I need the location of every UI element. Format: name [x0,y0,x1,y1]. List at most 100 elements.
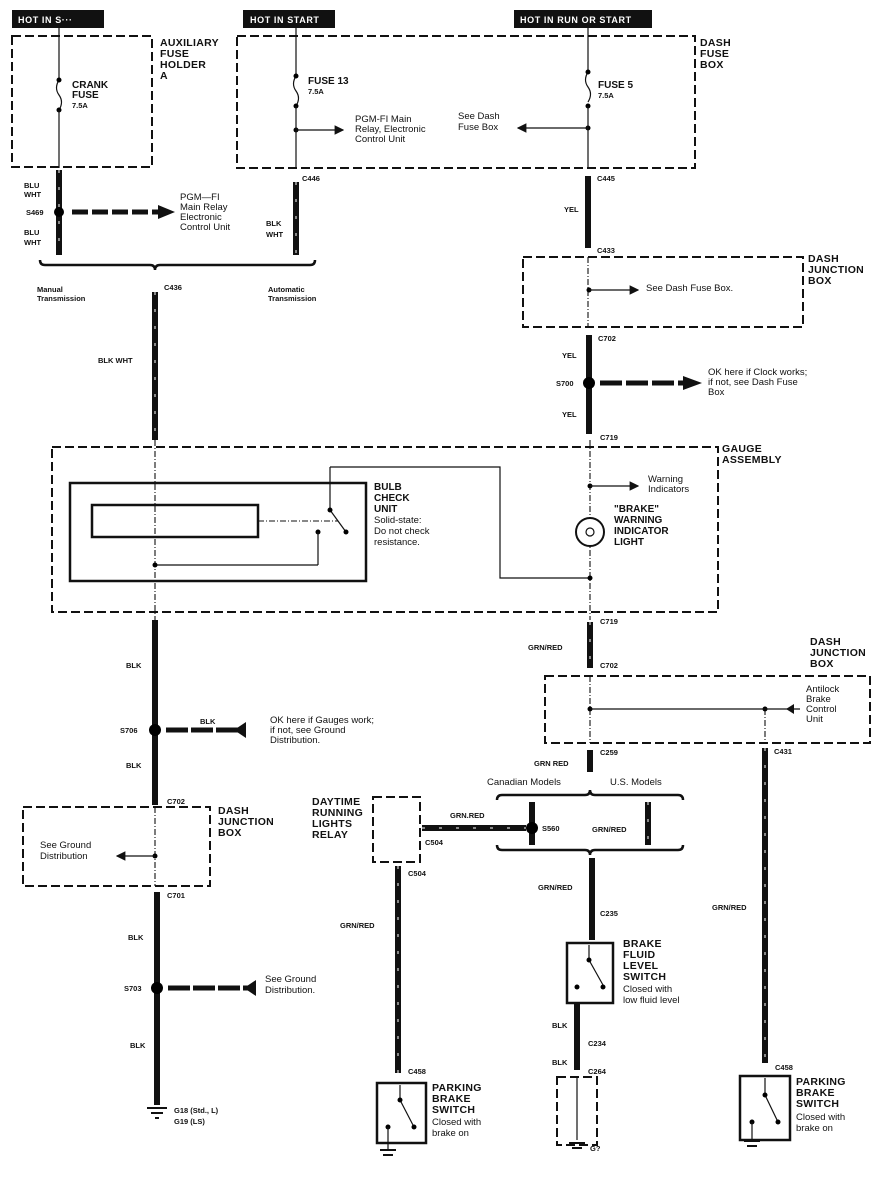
svg-text:BLK: BLK [126,761,142,770]
svg-text:Electronic: Electronic [180,212,222,223]
svg-text:GRN/RED: GRN/RED [592,825,627,834]
svg-text:Canadian Models: Canadian Models [487,777,561,788]
header-hot-in-start-1: HOT IN S··· [12,10,104,28]
svg-text:C259: C259 [600,748,618,757]
svg-text:FUSE 5: FUSE 5 [598,80,633,91]
svg-text:FUSE 13: FUSE 13 [308,76,349,87]
svg-text:FLUID: FLUID [623,949,656,961]
svg-text:BLK: BLK [128,933,144,942]
svg-text:G?: G? [590,1144,601,1153]
splice-s706 [149,724,161,736]
svg-text:7.5A: 7.5A [308,87,324,96]
svg-text:FUSE: FUSE [700,48,729,60]
svg-text:LIGHTS: LIGHTS [312,818,352,830]
svg-text:Closed with: Closed with [432,1117,481,1128]
svg-text:GRN/RED: GRN/RED [712,903,747,912]
wire-blu-wht: BLU WHT BLU WHT S469 PGM—FI Main Relay E… [24,170,231,255]
svg-text:Manual: Manual [37,285,63,294]
svg-text:Fuse Box: Fuse Box [458,122,498,133]
svg-text:low fluid level: low fluid level [623,995,680,1006]
svg-text:DAYTIME: DAYTIME [312,796,360,808]
svg-text:S469: S469 [26,208,44,217]
svg-text:Do not check: Do not check [374,526,430,537]
svg-text:C701: C701 [167,891,185,900]
svg-text:RUNNING: RUNNING [312,807,363,819]
svg-text:Transmission: Transmission [268,294,317,303]
svg-text:Antilock: Antilock [806,684,840,695]
svg-text:LEVEL: LEVEL [623,960,659,972]
svg-text:A: A [160,70,168,82]
svg-text:GRN/RED: GRN/RED [538,883,573,892]
svg-text:C702: C702 [598,334,616,343]
svg-text:HOT IN S···: HOT IN S··· [18,15,73,25]
svg-text:WARNING: WARNING [614,515,663,526]
splice-s703 [151,982,163,994]
svg-text:ASSEMBLY: ASSEMBLY [722,454,782,466]
dash-fuse-box: DASH FUSE BOX FUSE 13 7.5A PGM-FI Main R… [236,28,731,169]
svg-text:UNIT: UNIT [374,504,397,515]
svg-text:BRAKE: BRAKE [432,1093,471,1105]
wire-blk-wht: BLK WHT [98,292,158,440]
svg-text:C433: C433 [597,246,615,255]
svg-text:if not, see Ground: if not, see Ground [270,725,346,736]
svg-text:FUSE: FUSE [72,90,99,101]
wire-yel: C445 YEL C433 [564,174,615,255]
svg-text:DASH: DASH [808,253,839,265]
svg-text:C445: C445 [597,174,615,183]
svg-text:JUNCTION: JUNCTION [218,816,274,828]
svg-text:BLK WHT: BLK WHT [98,356,133,365]
splice-s700 [583,377,595,389]
svg-text:OK here if Clock works;: OK here if Clock works; [708,367,807,378]
ground-icon [147,1107,167,1119]
wire-yel-lower: C702 YEL S700 OK here if Clock works; if… [556,334,807,442]
svg-text:resistance.: resistance. [374,537,420,548]
svg-text:C702: C702 [600,661,618,670]
dash-junction-box-left [22,806,211,887]
svg-text:Control Unit: Control Unit [180,222,231,233]
svg-text:PGM-FI Main: PGM-FI Main [355,114,411,125]
svg-text:BLK: BLK [552,1021,568,1030]
svg-text:DASH: DASH [218,805,249,817]
svg-text:C504: C504 [408,869,427,878]
svg-text:Solid-state:: Solid-state: [374,515,422,526]
svg-text:Warning: Warning [648,474,683,485]
svg-text:S560: S560 [542,824,560,833]
wire-grn-red-upper: C719 GRN/RED C702 [528,617,618,670]
svg-text:INDICATOR: INDICATOR [614,526,669,537]
parking-brake-switch-left [375,1081,428,1145]
svg-text:WHT: WHT [24,238,41,247]
svg-text:OK here if Gauges work;: OK here if Gauges work; [270,715,374,726]
svg-text:AUXILIARY: AUXILIARY [160,37,219,49]
svg-text:HOLDER: HOLDER [160,59,206,71]
svg-text:HOT IN RUN OR START: HOT IN RUN OR START [520,15,632,25]
svg-text:S706: S706 [120,726,138,735]
svg-text:Relay, Electronic: Relay, Electronic [355,124,426,135]
svg-text:HOT IN START: HOT IN START [250,15,320,25]
svg-text:PARKING: PARKING [796,1076,846,1088]
svg-text:C504: C504 [425,838,444,847]
svg-text:G19 (LS): G19 (LS) [174,1117,205,1126]
svg-text:Indicators: Indicators [648,484,689,495]
fuse-5-icon [584,71,592,103]
svg-text:See Ground: See Ground [265,974,316,985]
bulb-icon [575,517,605,547]
auxiliary-fuse-holder: AUXILIARY FUSE HOLDER A CRANK FUSE 7.5A [11,28,219,168]
svg-text:DASH: DASH [810,636,841,648]
svg-text:Box: Box [708,387,725,398]
svg-text:LIGHT: LIGHT [614,537,644,548]
svg-text:BLU: BLU [24,228,39,237]
svg-text:YEL: YEL [562,351,577,360]
wire-blk-wht-automatic: C446 BLK WHT [266,174,320,255]
svg-text:C446: C446 [302,174,320,183]
crank-fuse-icon [55,79,63,111]
svg-text:SWITCH: SWITCH [796,1098,839,1110]
svg-text:YEL: YEL [562,410,577,419]
header-hot-in-run-or-start: HOT IN RUN OR START [514,10,652,28]
svg-text:BOX: BOX [218,827,242,839]
svg-text:C719: C719 [600,617,618,626]
svg-text:BLK: BLK [126,661,142,670]
svg-text:Control: Control [806,704,837,715]
svg-text:7.5A: 7.5A [598,91,614,100]
svg-text:GRN.RED: GRN.RED [450,811,485,820]
svg-text:U.S. Models: U.S. Models [610,777,662,788]
